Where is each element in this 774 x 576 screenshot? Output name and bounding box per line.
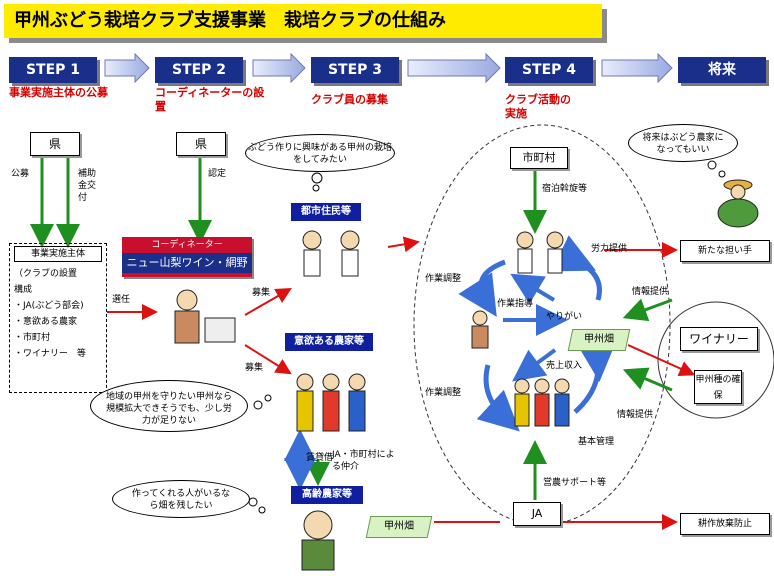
- coordinator-name: ニュー山梨ワイン・網野: [122, 253, 252, 273]
- group-city: 都市住民等: [291, 203, 361, 221]
- step-arrow-3: [407, 52, 501, 84]
- recruit-label-2: 募集: [245, 363, 264, 373]
- coordination-label-1: 作業調整: [425, 274, 462, 284]
- coordinator-box: コーディネーター ニュー山梨ワイン・網野: [122, 237, 252, 277]
- entity-box: 事業実施主体 （クラブの設置 構成 ・JA(ぶどう部会) ・意欲ある農家 ・市町…: [9, 243, 107, 393]
- entity-heading: 事業実施主体: [14, 246, 102, 262]
- bubble-tail-2: [253, 394, 272, 410]
- lodging-label: 宿泊斡旋等: [542, 184, 588, 194]
- info-label-2: 情報提供: [617, 410, 654, 420]
- recognition-label: 認定: [208, 169, 227, 179]
- step-3-desc: クラブ員の募集: [311, 93, 388, 106]
- winery-box: ワイナリー: [680, 327, 758, 351]
- bubble-tail-3: [248, 497, 266, 514]
- step-4: STEP 4: [505, 57, 593, 83]
- step-2-desc: コーディネーターの設置: [155, 86, 265, 113]
- koshu-field-club: 甲州畑: [567, 329, 631, 351]
- elderly-figure: [301, 510, 335, 571]
- winery-ellipse: [657, 301, 774, 419]
- subsidy-label: 補助金交付: [78, 169, 97, 203]
- group-elderly: 高齢農家等: [291, 486, 363, 504]
- club-farmer-figures: [514, 378, 570, 427]
- labor-label: 労力提供: [591, 244, 628, 254]
- step-1: STEP 1: [9, 57, 97, 83]
- bubble-tail-4: [707, 160, 726, 178]
- cloud-future: 将来はぶどう農家になってもいい: [628, 124, 738, 162]
- future-farmer-figure: [717, 179, 759, 228]
- entity-line: ・意欲ある農家: [14, 317, 78, 327]
- entity-line: （クラブの設置: [14, 269, 78, 279]
- cloud-citizen: ぶどう作りに興味がある甲州の栽培をしてみたい: [245, 134, 395, 172]
- sales-label: 売上収入: [546, 361, 583, 371]
- coordinator-figure: [174, 289, 236, 344]
- entity-line: ・JA(ぶどう部会): [14, 301, 84, 311]
- step-arrow-4: [601, 52, 673, 84]
- farm-support-label: 営農サポート等: [543, 478, 607, 488]
- municipality-box: 市町村: [510, 147, 568, 169]
- step-arrow-2: [252, 52, 306, 84]
- koshu-field-elderly: 甲州畑: [365, 516, 433, 538]
- recruit-label-1: 募集: [252, 288, 271, 298]
- club-citizen-figures: [516, 231, 564, 274]
- step-4-desc: クラブ活動の実施: [505, 93, 571, 120]
- farmer-figures: [296, 373, 366, 432]
- outcome-new-worker: 新たな担い手: [680, 240, 770, 262]
- cloud-eager: 地域の甲州を守りたい甲州なら規模拡大できそうでも、少し労力が足りない: [90, 380, 248, 432]
- ja-box: JA: [513, 502, 561, 526]
- entity-line: ・市町村: [14, 333, 51, 343]
- step-2: STEP 2: [155, 57, 243, 83]
- club-coordinator-figure: [471, 310, 489, 349]
- ja-mediation-label: JA・市町村による仲介: [332, 450, 395, 472]
- entity-line: ・ワイナリー 等: [14, 349, 86, 359]
- info-label-1: 情報提供: [632, 287, 669, 297]
- management-label: 基本管理: [578, 437, 615, 447]
- outcome-secure: 甲州種の確保: [694, 370, 742, 404]
- step-future: 将来: [678, 57, 766, 83]
- motivation-label: やりがい: [546, 312, 583, 322]
- group-eager: 意欲ある農家等: [285, 333, 373, 351]
- appointment-label: 選任: [112, 295, 131, 305]
- entity-line: 構成: [14, 285, 33, 295]
- citizen-figures: [302, 230, 360, 277]
- outcome-prevent: 耕作放棄防止: [680, 513, 770, 535]
- step-1-desc: 事業実施主体の公募: [9, 86, 108, 99]
- public-offer-label: 公募: [11, 169, 30, 179]
- bubble-tail-1: [311, 172, 323, 192]
- rent-label: 賃貸借: [306, 453, 334, 463]
- coordinator-role: コーディネーター: [151, 240, 223, 250]
- cloud-elderly: 作ってくれる人がいるなら畑を残したい: [112, 480, 250, 518]
- prefecture-box-1: 県: [30, 132, 80, 156]
- prefecture-box-2: 県: [176, 132, 226, 156]
- step-3: STEP 3: [311, 57, 399, 83]
- coordination-label-2: 作業調整: [425, 388, 462, 398]
- guidance-label: 作業指導: [497, 299, 534, 309]
- page-title: 甲州ぶどう栽培クラブ支援事業 栽培クラブの仕組み: [4, 4, 602, 38]
- step-arrow-1: [104, 52, 150, 84]
